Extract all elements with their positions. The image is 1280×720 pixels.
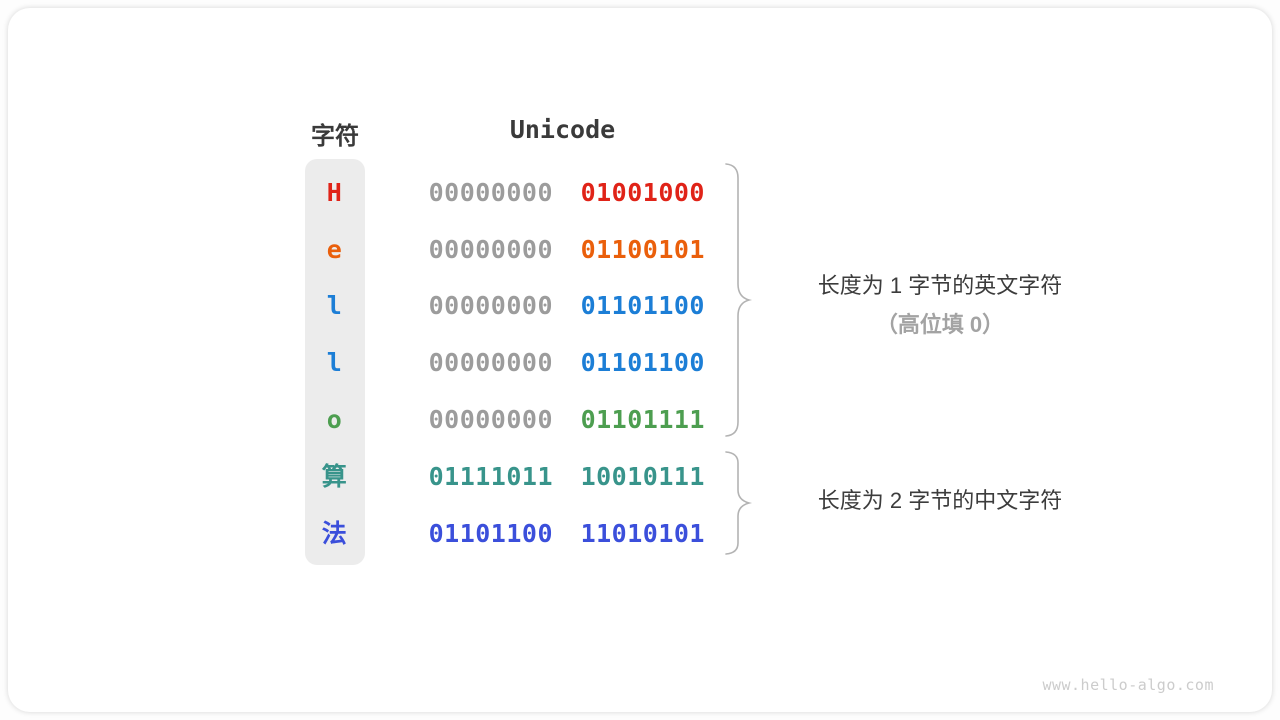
byte-high: 01111011 (428, 461, 554, 491)
byte-high: 00000000 (428, 291, 554, 321)
binary-cell: 01101100 11010101 (429, 519, 705, 548)
column-header-char: 字符 (311, 123, 359, 150)
binary-cell: 00000000 01001000 (429, 178, 705, 207)
table-row: 算 01111011 10010111 (305, 448, 705, 505)
byte-high: 00000000 (428, 234, 554, 264)
byte-high: 00000000 (428, 405, 554, 435)
brace-chinese-icon (725, 451, 753, 555)
binary-cell: 00000000 01101100 (429, 291, 705, 320)
byte-high: 01101100 (428, 518, 554, 548)
binary-cell: 01111011 10010111 (429, 462, 705, 491)
column-header-unicode: Unicode (509, 115, 616, 144)
char-cell: H (326, 177, 342, 207)
byte-low: 11010101 (580, 518, 705, 548)
brace-english-icon (725, 163, 753, 437)
byte-low: 01001000 (580, 177, 705, 207)
binary-cell: 00000000 01100101 (429, 235, 705, 264)
byte-low: 01101100 (580, 348, 705, 378)
table-row: o 00000000 01101111 (305, 391, 705, 448)
char-cell: l (326, 291, 342, 321)
annotation-english: 长度为 1 字节的英文字符 （高位填 0） (760, 266, 1120, 344)
watermark: www.hello-algo.com (1042, 676, 1214, 694)
table-row: 法 01101100 11010101 (305, 505, 705, 562)
table-row: H 00000000 01001000 (305, 164, 705, 221)
byte-low: 01100101 (580, 234, 705, 264)
annotation-chinese-line1: 长度为 2 字节的中文字符 (817, 488, 1063, 513)
annotation-chinese: 长度为 2 字节的中文字符 (760, 481, 1120, 520)
char-cell: o (326, 405, 342, 435)
char-cell: 算 (321, 461, 347, 491)
annotation-english-line1: 长度为 1 字节的英文字符 (817, 273, 1063, 298)
byte-high: 00000000 (428, 348, 554, 378)
table-row: e 00000000 01100101 (305, 221, 705, 278)
byte-high: 00000000 (428, 177, 554, 207)
table-row: l 00000000 01101100 (305, 334, 705, 391)
char-cell: l (326, 348, 342, 378)
table-row: l 00000000 01101100 (305, 278, 705, 335)
encoding-table: H 00000000 01001000 e 00000000 01100101 … (305, 164, 705, 562)
byte-low: 10010111 (580, 461, 705, 491)
figure-card: 字符 Unicode H 00000000 01001000 e 0000000… (8, 8, 1272, 712)
char-cell: 法 (321, 518, 347, 548)
byte-low: 01101111 (580, 405, 705, 435)
binary-cell: 00000000 01101100 (429, 348, 705, 377)
char-cell: e (326, 234, 342, 264)
annotation-english-line2: （高位填 0） (875, 312, 1005, 337)
binary-cell: 00000000 01101111 (429, 405, 705, 434)
char-column-background (305, 159, 365, 565)
byte-low: 01101100 (580, 291, 705, 321)
